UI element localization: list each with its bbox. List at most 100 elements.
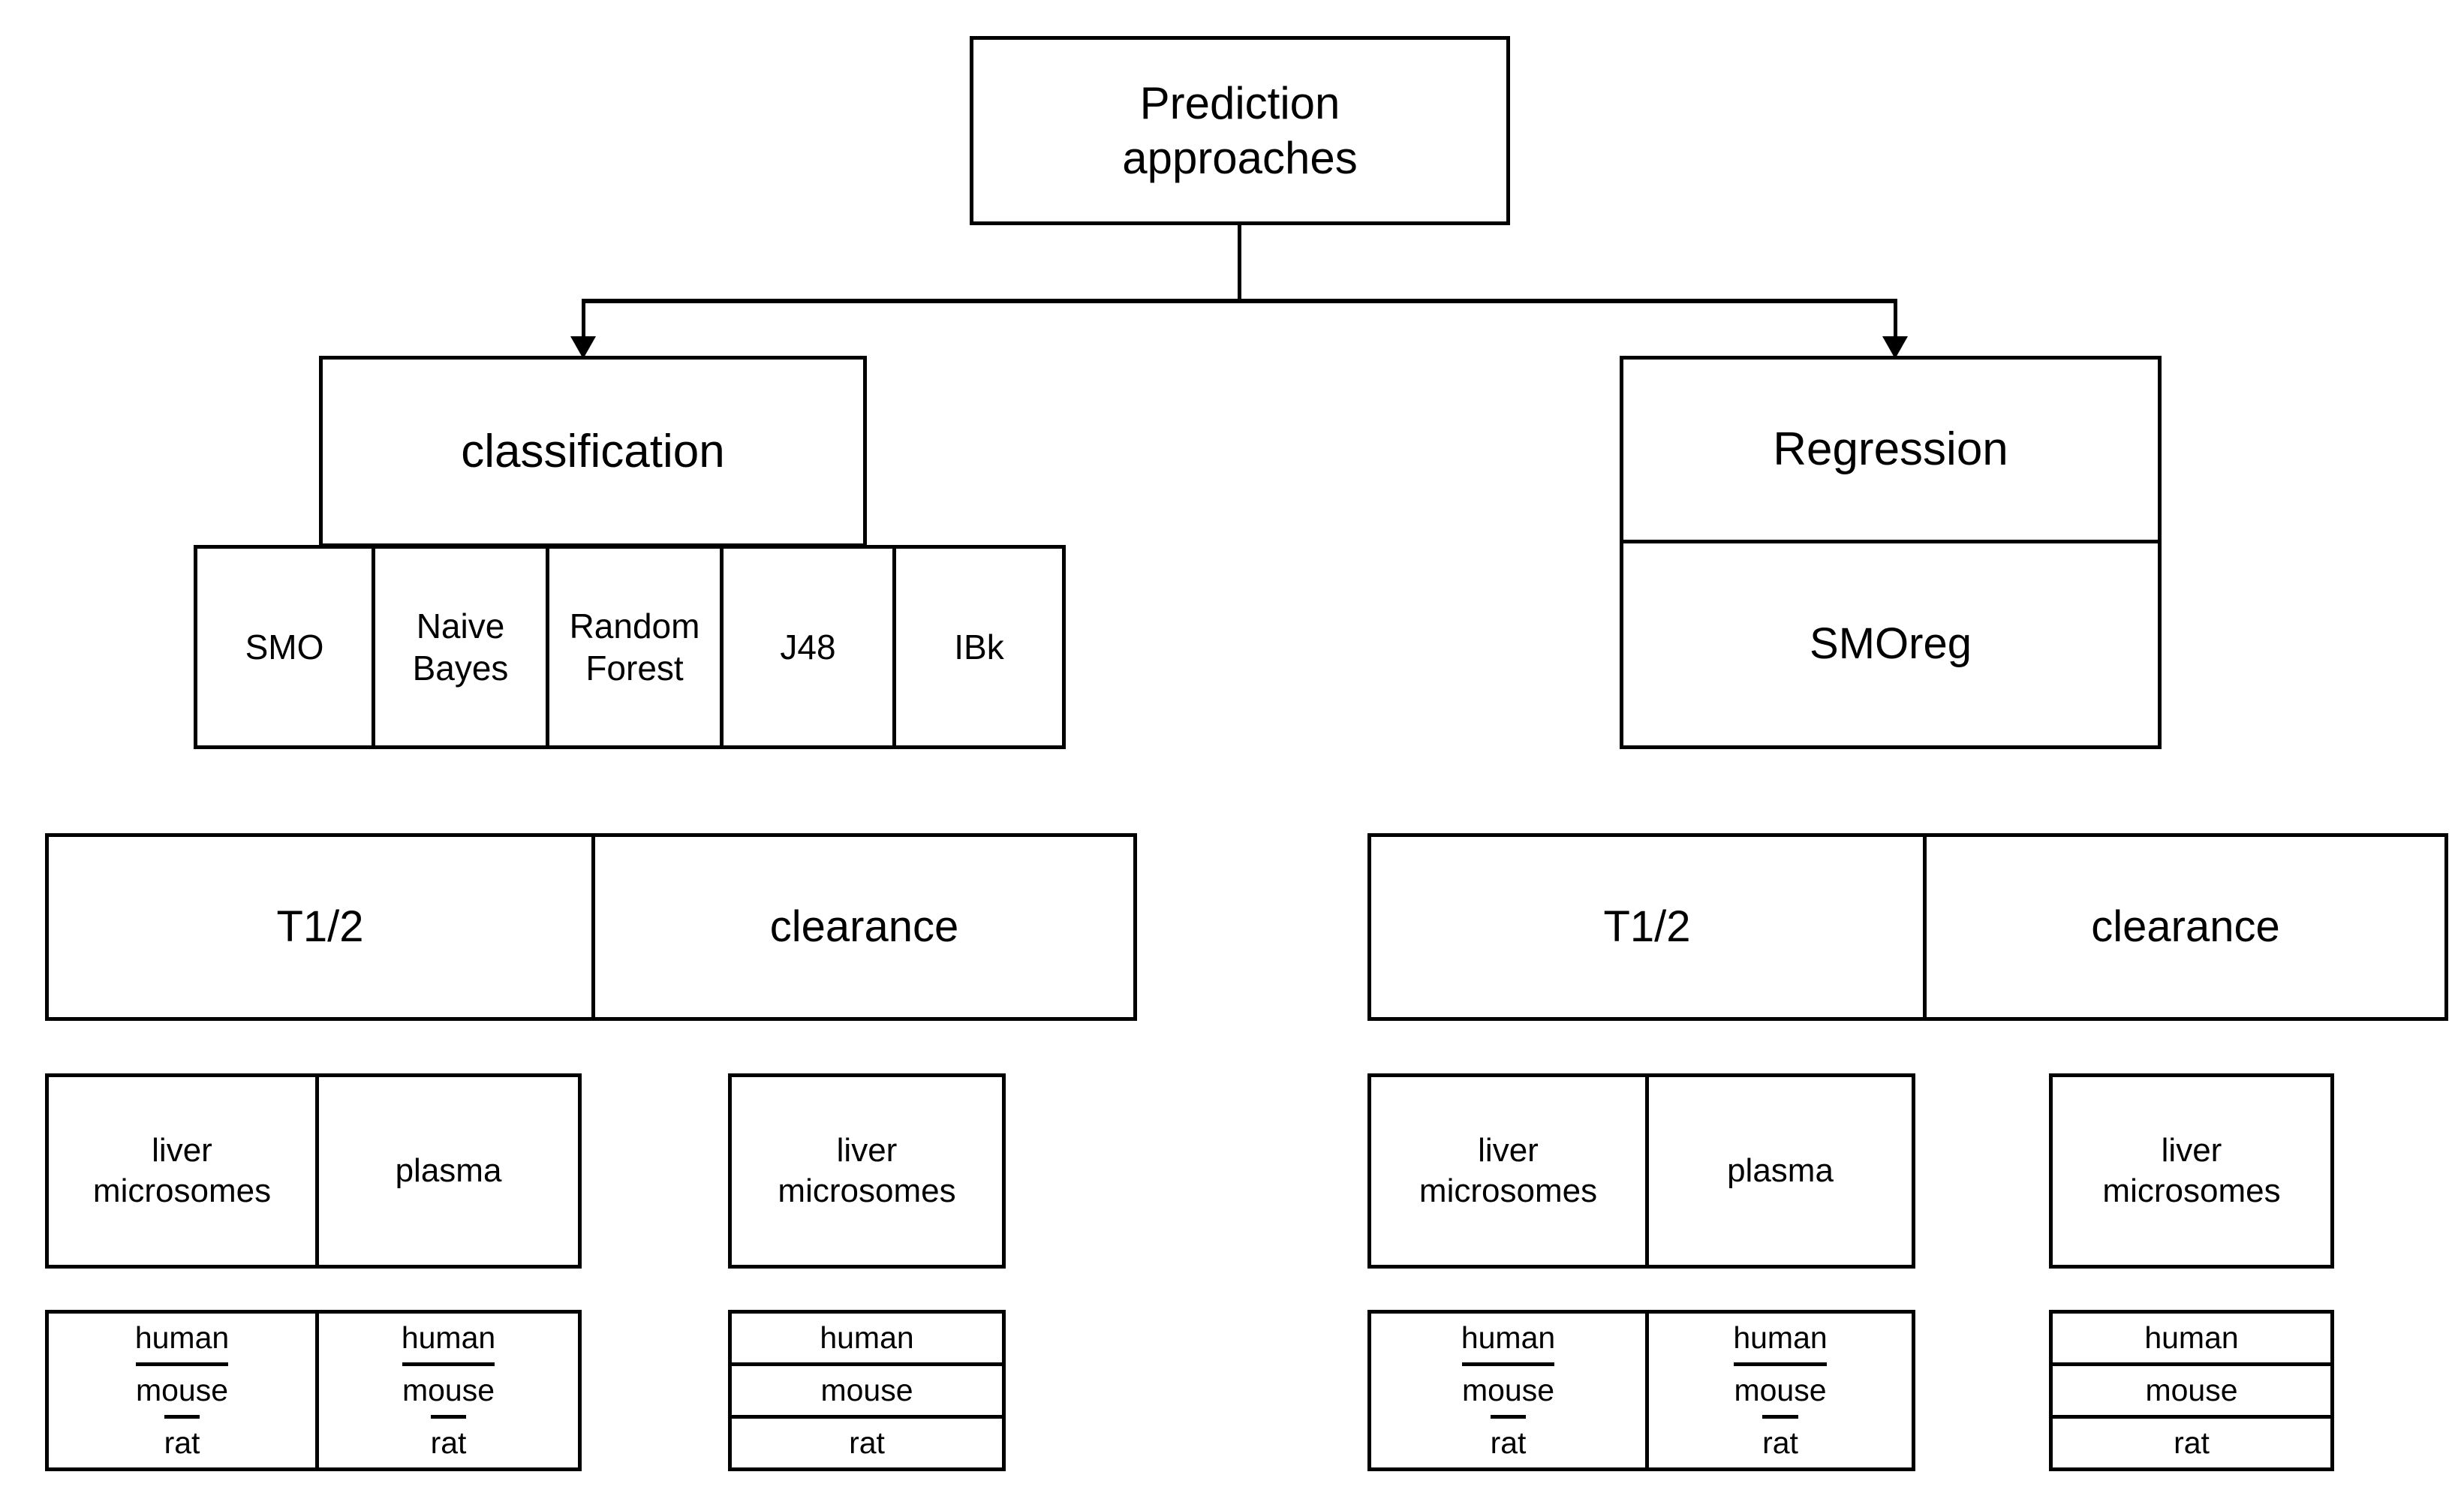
right-endpoint-t12-label: T1/2 <box>1603 901 1691 951</box>
species-cell-rat[interactable]: rat <box>1762 1415 1798 1467</box>
species-label: human <box>401 1320 496 1356</box>
node-regression-group: Regression SMOreg <box>1620 356 2162 749</box>
algorithm-random-forest-line1: Random <box>569 606 700 646</box>
species-cell-rat[interactable]: rat <box>732 1415 1002 1467</box>
left-clearance-liver-line2: microsomes <box>778 1172 956 1209</box>
classification-algorithm-row: SMO Naive Bayes Random Forest J48 IBk <box>194 545 1066 749</box>
species-label: human <box>1461 1320 1556 1356</box>
left-t12-liver-line1: liver <box>152 1132 212 1169</box>
node-regression-label: Regression <box>1773 423 2008 476</box>
left-t12-matrix-plasma[interactable]: plasma <box>315 1077 578 1265</box>
algorithm-naive-bayes-line2: Bayes <box>412 649 509 688</box>
left-t12-species-column-plasma: human mouse rat <box>315 1314 578 1467</box>
right-endpoint-clearance-label: clearance <box>2091 901 2280 951</box>
right-t12-species-table: human mouse rat human mouse rat <box>1367 1310 1915 1471</box>
left-endpoint-row: T1/2 clearance <box>45 833 1137 1021</box>
algorithm-cell-naive-bayes[interactable]: Naive Bayes <box>372 549 546 745</box>
left-endpoint-t12-label: T1/2 <box>276 901 364 951</box>
arrowhead-to-regression <box>1882 336 1908 359</box>
node-prediction-approaches[interactable]: Prediction approaches <box>970 36 1510 225</box>
species-label: human <box>2144 1320 2239 1356</box>
left-t12-matrix-row: liver microsomes plasma <box>45 1073 582 1269</box>
right-t12-matrix-row: liver microsomes plasma <box>1367 1073 1915 1269</box>
right-clearance-species-table: human mouse rat <box>2049 1310 2334 1471</box>
node-classification[interactable]: classification <box>319 356 867 547</box>
left-endpoint-t12[interactable]: T1/2 <box>49 837 591 1017</box>
right-clearance-liver-line2: microsomes <box>2102 1172 2281 1209</box>
species-label: rat <box>430 1425 467 1461</box>
species-cell-human[interactable]: human <box>1733 1314 1828 1362</box>
node-regression[interactable]: Regression <box>1623 360 2158 540</box>
right-t12-liver-line2: microsomes <box>1419 1172 1598 1209</box>
species-cell-human[interactable]: human <box>2053 1314 2330 1362</box>
connector-left-drop <box>582 299 585 340</box>
species-cell-mouse[interactable]: mouse <box>1734 1362 1827 1415</box>
species-cell-mouse[interactable]: mouse <box>402 1362 495 1415</box>
species-label: rat <box>1762 1425 1798 1461</box>
species-label: mouse <box>2145 1373 2238 1408</box>
right-clearance-matrix-liver-microsomes[interactable]: liver microsomes <box>2049 1073 2334 1269</box>
left-t12-liver-line2: microsomes <box>92 1172 272 1209</box>
species-label: mouse <box>402 1373 495 1408</box>
species-cell-human[interactable]: human <box>134 1314 230 1362</box>
node-classification-label: classification <box>461 425 725 477</box>
left-clearance-liver-line1: liver <box>836 1132 898 1169</box>
species-label: human <box>820 1320 914 1356</box>
left-t12-species-table: human mouse rat human mouse rat <box>45 1310 582 1471</box>
species-cell-rat[interactable]: rat <box>430 1415 467 1467</box>
species-label: mouse <box>1734 1373 1827 1408</box>
algorithm-random-forest-line2: Forest <box>585 649 684 688</box>
connector-root-stem <box>1238 225 1241 301</box>
right-t12-liver-line1: liver <box>1478 1132 1539 1169</box>
root-label-line1: Prediction <box>1139 77 1340 128</box>
left-t12-matrix-liver-microsomes[interactable]: liver microsomes <box>49 1077 315 1265</box>
species-cell-rat[interactable]: rat <box>164 1415 200 1467</box>
species-cell-mouse[interactable]: mouse <box>1461 1362 1555 1415</box>
left-clearance-matrix-liver-microsomes[interactable]: liver microsomes <box>728 1073 1006 1269</box>
right-clearance-liver-line1: liver <box>2161 1132 2222 1169</box>
species-label: mouse <box>1461 1373 1555 1408</box>
species-cell-mouse[interactable]: mouse <box>2053 1362 2330 1415</box>
species-label: rat <box>164 1425 200 1461</box>
left-t12-plasma-label: plasma <box>395 1152 502 1190</box>
right-endpoint-row: T1/2 clearance <box>1367 833 2448 1021</box>
algorithm-cell-ibk[interactable]: IBk <box>892 549 1062 745</box>
species-cell-human[interactable]: human <box>401 1314 496 1362</box>
left-endpoint-clearance-label: clearance <box>769 901 959 951</box>
right-endpoint-clearance[interactable]: clearance <box>1923 837 2444 1017</box>
left-clearance-species-table: human mouse rat <box>728 1310 1006 1471</box>
species-cell-human[interactable]: human <box>1461 1314 1556 1362</box>
algorithm-ibk-label: IBk <box>954 627 1004 667</box>
species-label: rat <box>849 1425 885 1461</box>
right-t12-matrix-plasma[interactable]: plasma <box>1645 1077 1912 1265</box>
right-t12-species-column-liver: human mouse rat <box>1371 1314 1645 1467</box>
right-t12-plasma-label: plasma <box>1727 1152 1834 1190</box>
algorithm-cell-random-forest[interactable]: Random Forest <box>546 549 720 745</box>
species-cell-human[interactable]: human <box>732 1314 1002 1362</box>
root-label-line2: approaches <box>1122 133 1358 183</box>
connector-horizontal-bus <box>582 299 1897 303</box>
species-cell-mouse[interactable]: mouse <box>732 1362 1002 1415</box>
right-t12-species-column-plasma: human mouse rat <box>1645 1314 1912 1467</box>
algorithm-cell-smoreg[interactable]: SMOreg <box>1623 540 2158 745</box>
algorithm-smoreg-label: SMOreg <box>1810 619 1972 669</box>
species-cell-mouse[interactable]: mouse <box>135 1362 229 1415</box>
species-label: human <box>1733 1320 1828 1356</box>
node-prediction-approaches-label: Prediction approaches <box>1122 76 1358 185</box>
right-endpoint-t12[interactable]: T1/2 <box>1371 837 1923 1017</box>
algorithm-smo-label: SMO <box>245 627 324 667</box>
right-t12-matrix-liver-microsomes[interactable]: liver microsomes <box>1371 1077 1645 1265</box>
algorithm-cell-j48[interactable]: J48 <box>720 549 892 745</box>
species-label: mouse <box>820 1373 913 1408</box>
species-label: rat <box>1490 1425 1527 1461</box>
species-cell-rat[interactable]: rat <box>2053 1415 2330 1467</box>
left-t12-species-column-liver: human mouse rat <box>49 1314 315 1467</box>
species-label: rat <box>2174 1425 2210 1461</box>
species-cell-rat[interactable]: rat <box>1490 1415 1527 1467</box>
species-label: human <box>134 1320 230 1356</box>
species-label: mouse <box>135 1373 229 1408</box>
algorithm-cell-smo[interactable]: SMO <box>197 549 372 745</box>
left-endpoint-clearance[interactable]: clearance <box>591 837 1133 1017</box>
algorithm-j48-label: J48 <box>780 627 836 667</box>
